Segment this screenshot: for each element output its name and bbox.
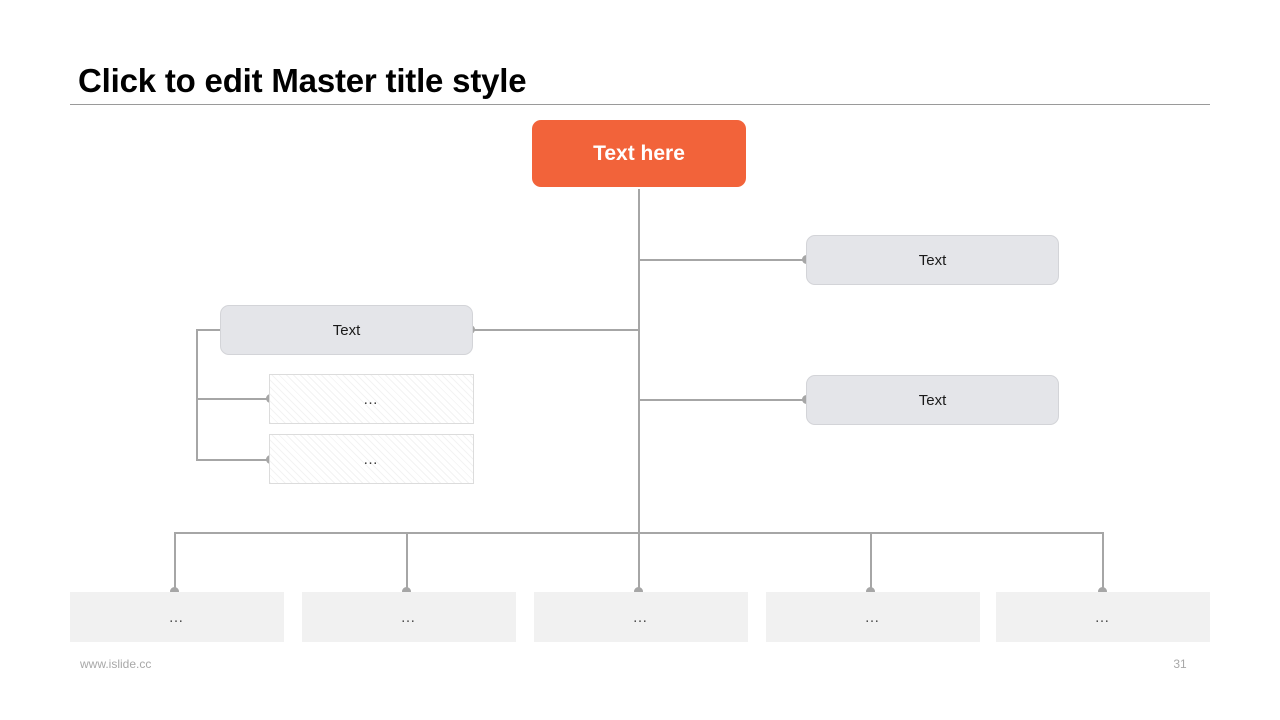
node-right-2[interactable]: Text bbox=[806, 375, 1059, 425]
connector-dot-bottom-5 bbox=[1098, 587, 1107, 596]
page-title[interactable]: Click to edit Master title style bbox=[78, 62, 527, 99]
node-left-child-2[interactable]: … bbox=[269, 434, 474, 484]
connector-bottom-drop-2 bbox=[406, 532, 408, 592]
node-bottom-4[interactable]: … bbox=[766, 592, 980, 642]
node-left-child-2-label: … bbox=[363, 450, 380, 468]
node-root[interactable]: Text here bbox=[532, 120, 746, 187]
footer-url[interactable]: www.islide.cc bbox=[80, 657, 152, 671]
connector-right-2 bbox=[638, 399, 810, 401]
node-bottom-4-label: … bbox=[864, 608, 882, 626]
connector-right-1 bbox=[638, 259, 810, 261]
connector-dot-bottom-3 bbox=[634, 587, 643, 596]
node-left-child-1[interactable]: … bbox=[269, 374, 474, 424]
node-left-child-1-label: … bbox=[363, 390, 380, 408]
node-bottom-5-label: … bbox=[1094, 608, 1112, 626]
connector-bottom-drop-5 bbox=[1102, 532, 1104, 592]
connector-bottom-drop-4 bbox=[870, 532, 872, 592]
node-left-main[interactable]: Text bbox=[220, 305, 473, 355]
connector-left-sub-vertical bbox=[196, 329, 198, 461]
node-bottom-3-label: … bbox=[632, 608, 650, 626]
connector-left-main bbox=[470, 329, 640, 331]
node-bottom-1[interactable]: … bbox=[70, 592, 284, 642]
connector-dot-bottom-1 bbox=[170, 587, 179, 596]
node-bottom-2-label: … bbox=[400, 608, 418, 626]
connector-bottom-drop-1 bbox=[174, 532, 176, 592]
page-number: 31 bbox=[1173, 657, 1187, 671]
connector-dot-bottom-4 bbox=[866, 587, 875, 596]
connector-bottom-drop-3 bbox=[638, 532, 640, 592]
node-bottom-2[interactable]: … bbox=[302, 592, 516, 642]
node-bottom-5[interactable]: … bbox=[996, 592, 1210, 642]
connector-dot-bottom-2 bbox=[402, 587, 411, 596]
connector-left-sub-1 bbox=[196, 398, 274, 400]
connector-spine-vertical bbox=[638, 189, 640, 534]
node-right-1[interactable]: Text bbox=[806, 235, 1059, 285]
node-bottom-3[interactable]: … bbox=[534, 592, 748, 642]
connector-left-sub-top bbox=[196, 329, 224, 331]
node-bottom-1-label: … bbox=[168, 608, 186, 626]
title-divider bbox=[70, 104, 1210, 105]
connector-left-sub-2 bbox=[196, 459, 274, 461]
